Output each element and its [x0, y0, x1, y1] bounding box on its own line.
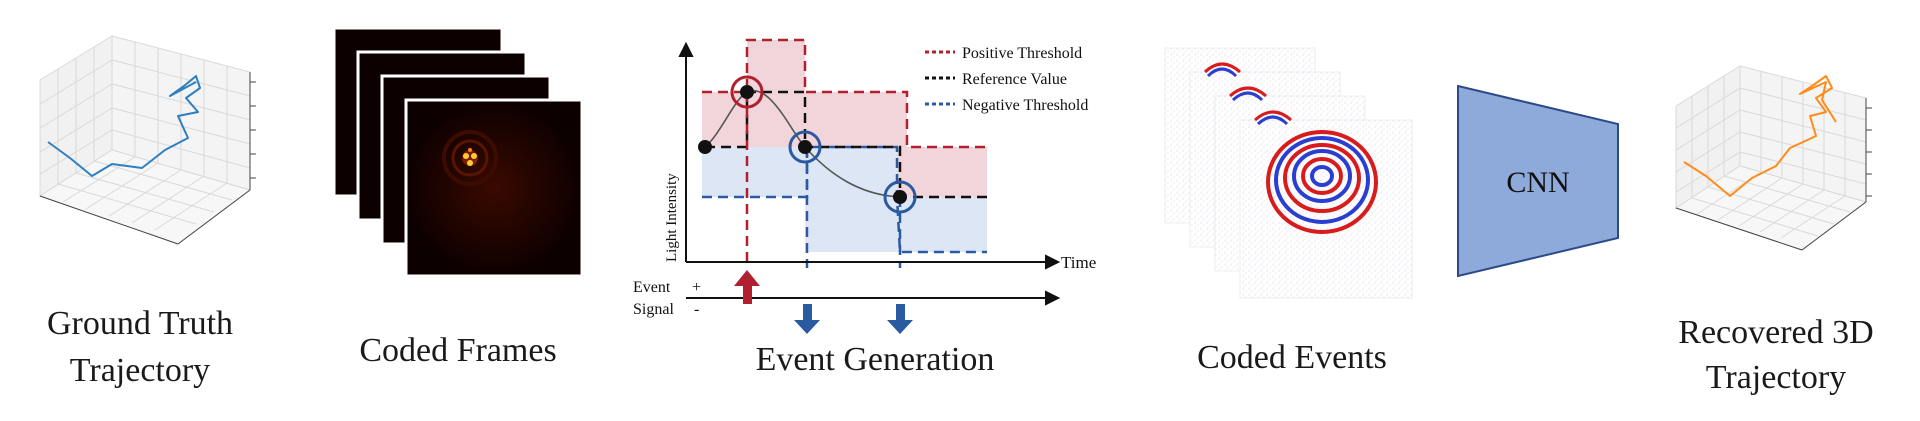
coded-events-stack	[1164, 47, 1413, 299]
sample-ring-neg-event-2	[883, 180, 917, 214]
gt-trajectory-line	[47, 75, 201, 177]
recovered-3d-plot	[1674, 65, 1872, 251]
pos-region-3	[897, 147, 987, 197]
legend-label-positive: Positive Threshold	[962, 45, 1082, 62]
event-arrow-negative-2	[887, 304, 913, 334]
y-axis-label: Light Intensity	[664, 173, 680, 262]
cnn-block: CNN	[1457, 84, 1619, 278]
event-arc-card-3	[1254, 110, 1292, 126]
sample-ring-neg-event-1	[788, 130, 822, 164]
minus-sign: -	[694, 301, 699, 318]
neg-region-2	[805, 197, 897, 252]
neg-region-1	[702, 147, 897, 197]
coded-frames-stack	[332, 26, 584, 278]
event-arc-card-2	[1229, 86, 1267, 102]
sample-point-neg-event-1	[798, 140, 812, 154]
signal-label: Signal	[633, 301, 674, 318]
caption-recovered-line1: Recovered 3D	[1678, 314, 1873, 351]
ground-truth-3d-plot	[38, 35, 256, 245]
sample-point-pos-event	[740, 85, 754, 99]
rec-axes-grid	[1674, 65, 1868, 251]
intensity-curve	[704, 89, 901, 198]
plus-sign: +	[692, 279, 701, 296]
event-arrow-positive	[734, 270, 760, 304]
event-arrow-negative-1	[794, 304, 820, 334]
sample-ring-pos-event	[730, 75, 764, 109]
reference-value-line	[705, 90, 987, 199]
frame-card-4	[404, 98, 584, 278]
event-label: Event	[633, 279, 671, 296]
cnn-trapezoid	[1457, 84, 1619, 278]
gt-axis-ticks	[39, 72, 256, 245]
event-rings-front	[1266, 130, 1378, 234]
gt-axes-grid	[38, 35, 252, 245]
pos-region-1	[702, 92, 747, 147]
event-arc-card-1	[1203, 62, 1241, 78]
rec-axis-ticks	[1675, 98, 1872, 251]
x-axis-label: Time	[1061, 253, 1096, 272]
sample-point-neg-event-2	[893, 190, 907, 204]
sample-point-start	[698, 140, 712, 154]
frame-psf-pattern	[442, 130, 498, 186]
caption-coded-events: Coded Events	[1197, 339, 1387, 376]
legend-label-reference: Reference Value	[962, 71, 1067, 88]
positive-threshold-line	[702, 38, 987, 149]
event-plot-axes	[678, 41, 1061, 306]
legend-label-negative: Negative Threshold	[962, 97, 1088, 114]
caption-ground-truth-line2: Trajectory	[70, 352, 210, 389]
cnn-label: CNN	[1506, 166, 1569, 199]
caption-event-generation: Event Generation	[756, 341, 995, 378]
pos-region-2b	[747, 92, 907, 147]
caption-ground-truth-line1: Ground Truth	[47, 305, 233, 342]
neg-region-3	[897, 197, 987, 252]
caption-coded-frames: Coded Frames	[359, 332, 556, 369]
caption-recovered-line2: Trajectory	[1706, 359, 1846, 396]
recovered-trajectory-line	[1683, 75, 1837, 197]
event-plot-legend: Positive Threshold Reference Value Negat…	[925, 45, 1088, 114]
pos-region-2	[747, 40, 805, 92]
event-generation-plot: Light Intensity Time Event Signal + - Po…	[633, 38, 1096, 334]
